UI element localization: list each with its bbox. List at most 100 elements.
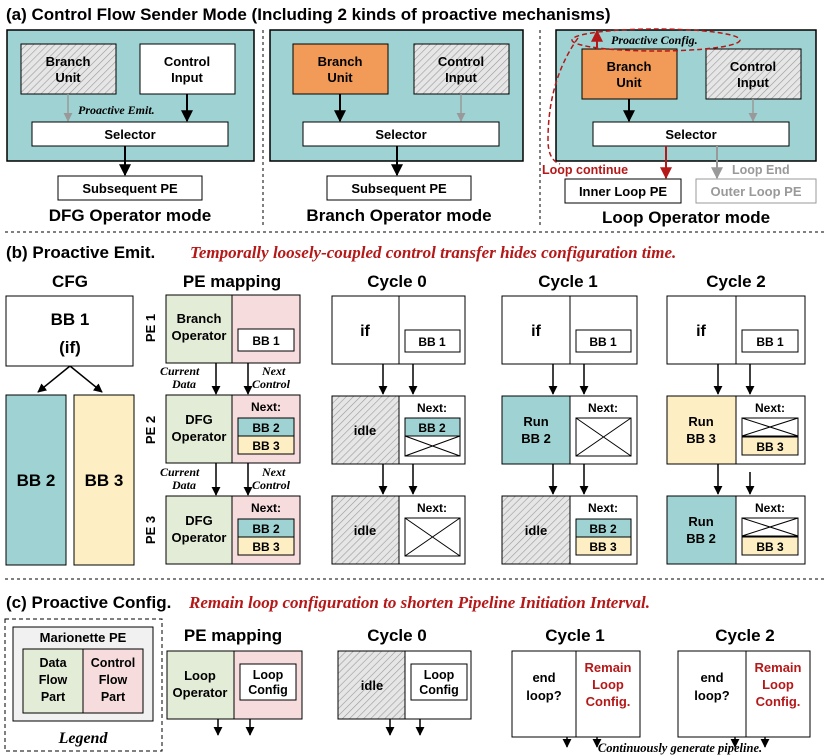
legend-control-flow-part xyxy=(82,648,144,714)
loop-config-label: Config xyxy=(419,683,459,697)
control-input-label: Input xyxy=(445,70,477,85)
cfg-bb1-label: BB 1 xyxy=(51,310,90,329)
section-b-subtitle: Temporally loosely-coupled control trans… xyxy=(190,243,676,262)
legend-caption: Legend xyxy=(58,730,109,747)
inner-loop-pe-label: Inner Loop PE xyxy=(579,184,667,199)
cfg-bb2-label: BB 2 xyxy=(17,471,56,490)
remain-config-label: Loop xyxy=(762,677,794,692)
legend-data-flow-part xyxy=(22,648,84,714)
section-c-title: (c) Proactive Config. xyxy=(6,593,171,612)
cycle2-header: Cycle 2 xyxy=(706,272,766,291)
idle-label: idle xyxy=(361,678,383,693)
bb2-config-label: BB 2 xyxy=(252,522,280,536)
control-input-label: Input xyxy=(737,75,769,90)
pe3-data-part xyxy=(165,495,233,565)
branch-unit-label: Branch xyxy=(318,54,363,69)
cycle2-pe3-data xyxy=(666,495,737,565)
legend-control-flow-label: Flow xyxy=(99,673,128,687)
bb3-config-label: BB 3 xyxy=(589,540,617,554)
branch-mode-label: Branch Operator mode xyxy=(306,206,491,225)
dfg-operator-label: Operator xyxy=(172,429,227,444)
current-data-label: Current xyxy=(160,364,200,378)
next-control-label: Next xyxy=(261,364,286,378)
branch-unit-box xyxy=(292,43,389,95)
cycle0-pe3-data xyxy=(331,495,400,565)
branch-operator-label: Operator xyxy=(172,328,227,343)
control-input-box xyxy=(413,43,510,95)
next-label: Next: xyxy=(417,401,447,415)
idle-label: idle xyxy=(525,523,547,538)
branch-unit-box xyxy=(581,48,678,100)
cycle2-c-data xyxy=(677,650,747,738)
branch-operator-mode-panel: Branch Unit Control Input Selector xyxy=(269,29,524,177)
empty-config-cross xyxy=(741,517,799,537)
pe2-data-part xyxy=(165,394,233,464)
subsequent-pe-label: Subsequent PE xyxy=(351,181,447,196)
branch-unit-box xyxy=(20,43,117,95)
dfg-operator-label: DFG xyxy=(185,412,212,427)
remain-config-label: Loop xyxy=(592,677,624,692)
empty-config-cross xyxy=(404,517,461,557)
pipeline-footnote: Continuously generate pipeline. xyxy=(598,741,762,755)
cfg-bb3-node xyxy=(73,394,135,566)
branch-unit-label: Unit xyxy=(55,70,81,85)
cycle2-pe2-data xyxy=(666,395,737,465)
if-label: if xyxy=(360,323,370,340)
loop-continue-label: Loop continue xyxy=(542,163,628,177)
cfg-bb1-node xyxy=(5,295,134,367)
dfg-operator-mode-panel: Branch Unit Control Input Proactive Emit… xyxy=(6,29,255,177)
cycle1-c-data xyxy=(511,650,577,738)
next-label: Next: xyxy=(251,501,281,515)
subsequent-pe-label: Subsequent PE xyxy=(82,181,178,196)
current-data-label: Current xyxy=(160,465,200,479)
end-loop-label: loop? xyxy=(694,688,729,703)
pe3-label: PE 3 xyxy=(143,516,158,544)
bb1-config xyxy=(741,329,799,353)
branch-unit-label: Unit xyxy=(616,75,642,90)
bb3-config xyxy=(741,436,799,456)
dfg-mode-label: DFG Operator mode xyxy=(49,206,211,225)
subsequent-pe-box xyxy=(57,175,203,201)
bb3-config-label: BB 3 xyxy=(252,439,280,453)
cfg-header: CFG xyxy=(52,272,88,291)
control-input-box xyxy=(139,43,236,95)
bb2-config-label: BB 2 xyxy=(252,421,280,435)
next-label: Next: xyxy=(755,401,785,415)
empty-config-cross xyxy=(404,435,461,457)
loop-operator-part xyxy=(166,650,235,720)
run-label: Run xyxy=(688,414,713,429)
next-label: Next: xyxy=(251,400,281,414)
loop-config-label: Config xyxy=(248,683,288,697)
pe2-label: PE 2 xyxy=(143,416,158,444)
legend-control-flow-label: Part xyxy=(101,690,126,704)
proactive-emit-label: Proactive Emit. xyxy=(78,103,155,117)
selector-label: Selector xyxy=(665,127,716,142)
control-input-box xyxy=(705,48,802,100)
loop-config-box xyxy=(410,663,468,701)
subsequent-pe-box xyxy=(326,175,472,201)
current-data-label: Data xyxy=(171,377,196,391)
section-b-title: (b) Proactive Emit. xyxy=(6,243,155,262)
end-loop-label: end xyxy=(700,670,723,685)
proactive-config-feedback xyxy=(547,37,579,165)
dfg-operator-label: DFG xyxy=(185,513,212,528)
loop-operator-mode-panel: Branch Unit Control Input Selector xyxy=(555,29,817,162)
cycle1-c-header: Cycle 1 xyxy=(545,626,605,645)
empty-config-cross xyxy=(575,417,632,457)
pe-mapping-header: PE mapping xyxy=(183,272,281,291)
cfg-bb3-label: BB 3 xyxy=(85,471,124,490)
remain-config-label: Remain xyxy=(585,660,632,675)
if-label: if xyxy=(696,323,706,340)
cfg-bb2-node xyxy=(5,394,67,566)
control-input-label: Input xyxy=(171,70,203,85)
dfg-operator-label: Operator xyxy=(172,530,227,545)
cycle2-pe1-data xyxy=(666,295,737,365)
selector-label: Selector xyxy=(104,127,155,142)
branch-operator-label: Branch xyxy=(177,311,222,326)
bb1-config-label: BB 1 xyxy=(756,335,784,349)
control-input-label: Control xyxy=(438,54,484,69)
bb1-config-label: BB 1 xyxy=(252,334,280,348)
next-control-label: Control xyxy=(252,377,291,391)
run-label: BB 2 xyxy=(686,531,716,546)
